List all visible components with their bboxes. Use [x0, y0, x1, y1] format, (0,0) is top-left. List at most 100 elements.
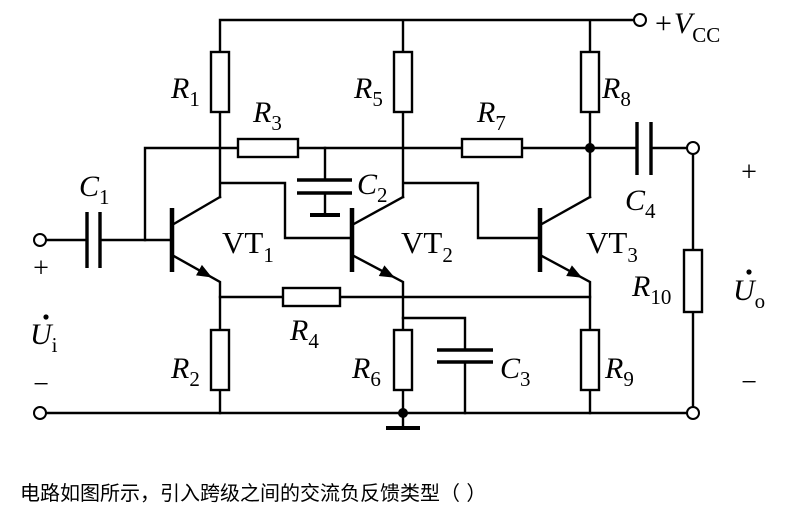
resistor-r5	[392, 50, 414, 114]
c1-label-index: 1	[99, 185, 110, 209]
r6-label-index: 6	[370, 367, 381, 391]
output-minus-sign: −	[741, 367, 757, 398]
wires	[44, 18, 695, 430]
vcc-rail-wire	[218, 18, 636, 54]
c3-wire	[401, 316, 467, 415]
r5-label-letter: R	[353, 72, 372, 105]
r3-label-letter: R	[252, 96, 271, 129]
r5-label: R5	[353, 72, 383, 111]
terminals	[33, 13, 700, 420]
c2-label-index: 2	[377, 183, 388, 207]
junction-dot-ground	[398, 408, 408, 418]
r2-label: R2	[170, 352, 200, 391]
vcc-label: +VCC	[655, 7, 720, 47]
vt3-collector-lead	[538, 195, 592, 227]
c3-label-letter: C	[500, 352, 521, 385]
resistor-r10	[682, 248, 704, 314]
vt3-emitter-arrow	[566, 265, 583, 278]
c1-label: C1	[79, 170, 110, 209]
r8-label-index: 8	[620, 87, 631, 111]
resistor-r6	[392, 328, 414, 392]
vt1-collector-wire	[218, 110, 354, 240]
vt1-emitter-arrow	[196, 264, 212, 278]
r2-label-index: 2	[189, 367, 200, 391]
r2-label-letter: R	[170, 352, 189, 385]
r9-label-letter: R	[604, 352, 623, 385]
vcc-terminal	[633, 13, 647, 27]
vcc-label-symbol: V	[674, 7, 696, 40]
output-terminal-top	[686, 141, 700, 155]
input-voltage-symbol: U	[30, 318, 54, 351]
vt1-collector-lead	[170, 195, 222, 227]
input-terminal-bottom	[33, 406, 47, 420]
r3-label-index: 3	[271, 111, 282, 135]
resistors	[209, 50, 704, 392]
r9-label: R9	[604, 352, 634, 391]
r6-label: R6	[351, 352, 381, 391]
r3-label: R3	[252, 96, 282, 135]
output-plus-sign: +	[741, 157, 757, 188]
vt2-collector-lead	[350, 195, 405, 227]
r9-label-index: 9	[623, 367, 634, 391]
r4-label: R4	[289, 314, 319, 353]
vt3-emitter-wire	[538, 253, 592, 415]
r10-label-index: 10	[650, 285, 671, 309]
vcc-label-sign: +	[655, 7, 672, 40]
c3-label: C3	[500, 352, 531, 391]
c3-label-index: 3	[520, 367, 531, 391]
input-voltage-label: Ui	[30, 318, 58, 357]
capacitor-c2	[297, 178, 352, 195]
capacitor-c3	[437, 348, 493, 364]
transistors	[169, 208, 583, 278]
vt2-label-index: 2	[442, 243, 453, 267]
r4-label-index: 4	[308, 329, 319, 353]
capacitor-c4	[635, 122, 653, 175]
vt3-label: VT3	[586, 225, 638, 267]
r7-label-index: 7	[495, 111, 506, 135]
resistor-r3	[236, 137, 300, 159]
r8-label-letter: R	[601, 72, 620, 105]
vt1-emitter-wire	[170, 253, 222, 415]
output-terminal-bottom	[686, 406, 700, 420]
input-voltage-dot	[43, 314, 49, 320]
vt3-label-letter: VT	[586, 225, 627, 260]
vt2-label-letter: VT	[401, 225, 442, 260]
output-voltage-symbol: U	[733, 274, 757, 307]
question-text: 电路如图所示，引入跨级之间的交流负反馈类型（ ）	[20, 481, 486, 505]
r1-label-letter: R	[170, 72, 189, 105]
r10-label-letter: R	[631, 270, 650, 303]
vt1-label: VT1	[222, 225, 274, 267]
resistor-r7	[460, 137, 524, 159]
output-voltage-sub: o	[755, 289, 766, 313]
capacitor-c1	[85, 212, 102, 268]
vt2-emitter-arrow	[378, 265, 395, 278]
c4-label-index: 4	[645, 199, 656, 223]
c2-label-letter: C	[357, 168, 378, 201]
resistor-r8	[579, 50, 601, 114]
vt3-label-index: 3	[627, 243, 638, 267]
r10-label: R10	[631, 270, 671, 309]
r1-label-index: 1	[189, 87, 200, 111]
r5-label-index: 5	[372, 87, 383, 111]
c1-label-letter: C	[79, 170, 100, 203]
resistor-r2	[209, 328, 231, 392]
vt2-collector-wire	[401, 110, 542, 240]
c2-label: C2	[357, 168, 388, 207]
resistor-r1	[209, 50, 231, 114]
input-plus-sign: +	[33, 253, 49, 284]
output-voltage-label: Uo	[733, 274, 765, 313]
c4-label: C4	[625, 184, 656, 223]
resistor-r4	[281, 286, 342, 308]
r1-label: R1	[170, 72, 200, 111]
capacitors	[85, 122, 653, 364]
r4-label-letter: R	[289, 314, 308, 347]
input-voltage-sub: i	[52, 333, 58, 357]
vt1-label-letter: VT	[222, 225, 263, 260]
junction-dot-c4	[585, 143, 595, 153]
vt2-label: VT2	[401, 225, 453, 267]
r7-label-letter: R	[476, 96, 495, 129]
r6-label-letter: R	[351, 352, 370, 385]
c4-label-letter: C	[625, 184, 646, 217]
r8-label: R8	[601, 72, 631, 111]
